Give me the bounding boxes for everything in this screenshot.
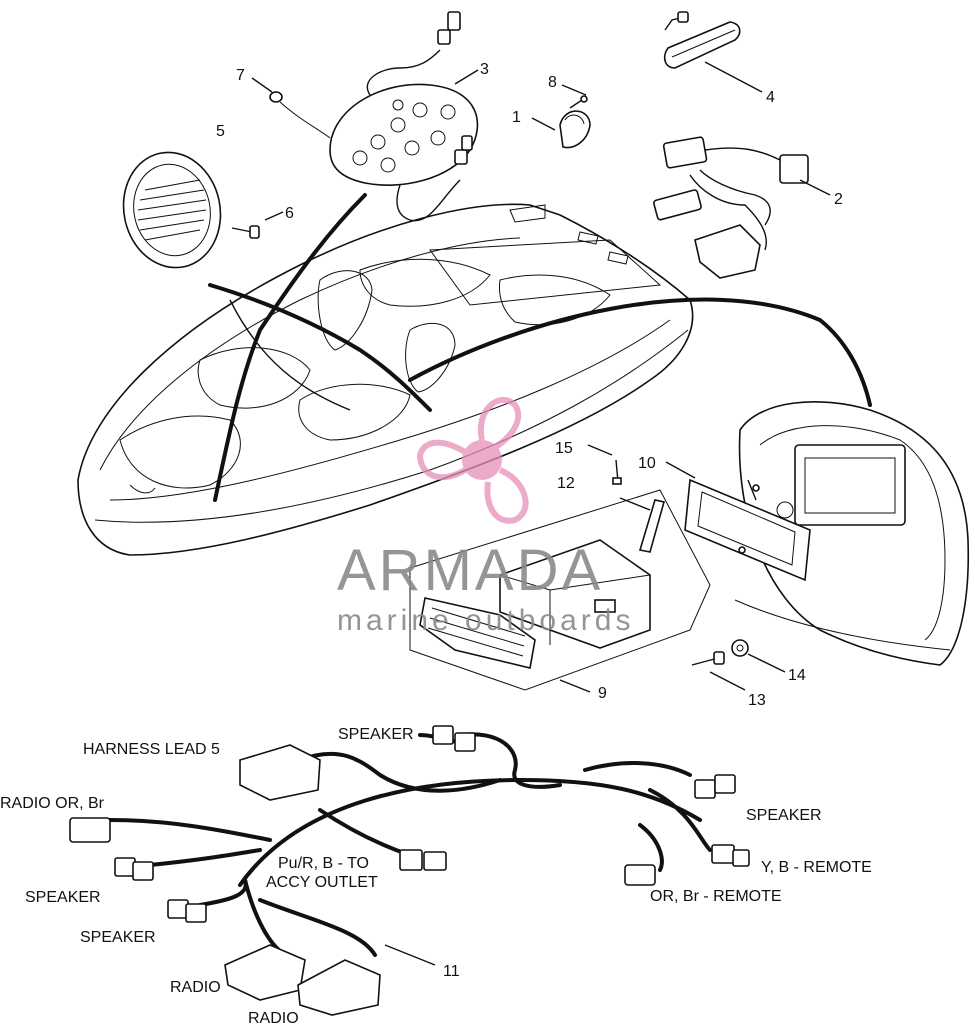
label-speaker-left2: SPEAKER [80, 929, 156, 946]
label-radio2: RADIO [248, 1010, 299, 1025]
console-panel [734, 401, 970, 666]
screw-part-8 [569, 95, 588, 109]
screw-part-6 [231, 225, 260, 239]
bolt-part-13 [691, 651, 725, 666]
callout-13-15: 15 [555, 440, 573, 457]
callout-3: 3 [480, 61, 489, 78]
remote-part-3 [329, 11, 479, 222]
callout-13: 13 [748, 692, 766, 709]
callout-4: 4 [766, 89, 775, 106]
callout-14: 14 [788, 667, 806, 684]
propeller-logo [416, 397, 529, 524]
callout-11: 11 [443, 963, 460, 980]
harness-wire-front [208, 283, 432, 412]
label-speaker-left1: SPEAKER [25, 889, 101, 906]
callout-2: 2 [834, 191, 843, 208]
bezel-part-10 [684, 478, 811, 582]
harness-wire-speaker [213, 193, 367, 502]
callout-12: 12 [557, 475, 575, 492]
label-harness-lead: HARNESS LEAD 5 [83, 741, 220, 758]
callout-7: 7 [236, 67, 245, 84]
label-y-b-remote: Y, B - REMOTE [761, 859, 872, 876]
callout-8: 8 [548, 74, 557, 91]
watermark-sub: marine outboards [337, 604, 634, 637]
label-speaker-top: SPEAKER [338, 726, 414, 743]
clamp-part-1 [559, 110, 591, 149]
callout-6: 6 [285, 205, 294, 222]
nut-part-14 [731, 639, 749, 657]
screw-part-15 [612, 459, 622, 485]
callout-5: 5 [216, 123, 225, 140]
wiring-harness-11 [69, 725, 750, 1016]
callout-1: 1 [512, 109, 521, 126]
label-radio1: RADIO [170, 979, 221, 996]
label-pu-r-line1: Pu/R, B - TO [278, 855, 369, 872]
harness-part-2 [653, 136, 809, 279]
label-speaker-right: SPEAKER [746, 807, 822, 824]
harness-wire-console [408, 297, 872, 407]
nut-part-7 [269, 91, 283, 103]
speaker-part-5 [122, 151, 222, 269]
watermark-brand: ARMADA [337, 538, 603, 603]
callout-10: 10 [638, 455, 656, 472]
label-radio-or-br: RADIO OR, Br [0, 795, 105, 812]
label-or-br-remote: OR, Br - REMOTE [650, 888, 782, 905]
radio-box-9 [409, 489, 711, 691]
connector-part-4 [663, 11, 741, 69]
label-pu-r-line2: ACCY OUTLET [266, 874, 378, 891]
bracket-part-12 [638, 499, 665, 553]
watermark: ARMADA marine outboards [337, 397, 634, 637]
callout-9: 9 [598, 685, 607, 702]
